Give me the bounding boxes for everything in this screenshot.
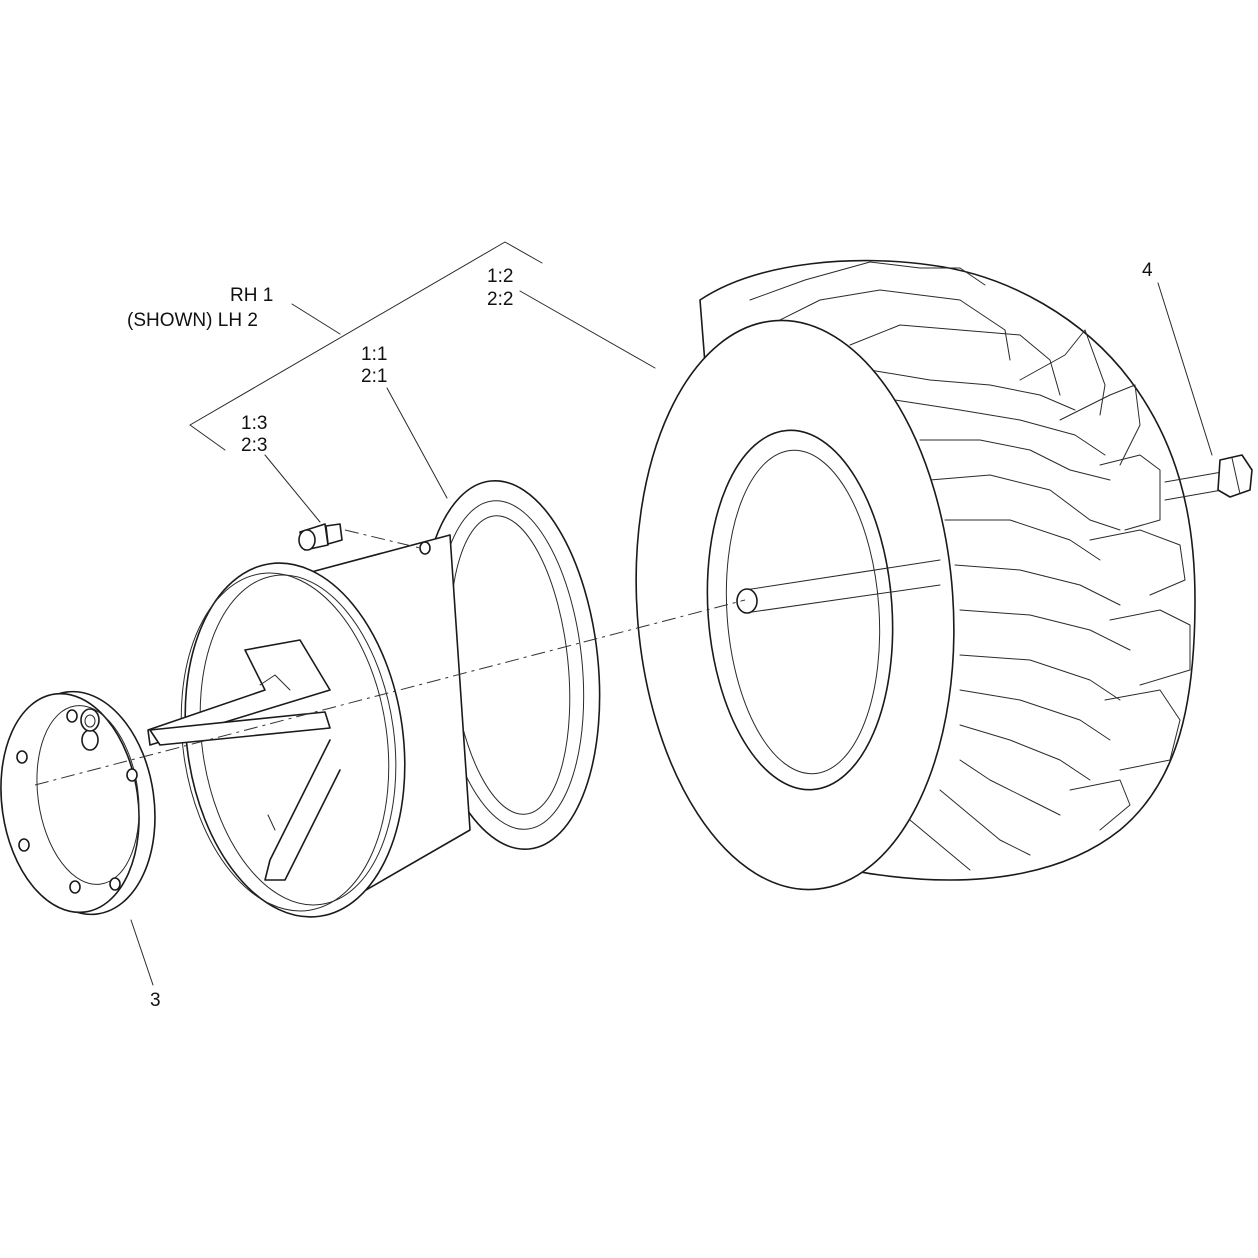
label-tire-a: 1:2	[487, 266, 513, 287]
label-rim-b: 2:1	[361, 366, 387, 387]
label-bolt: 4	[1142, 260, 1153, 281]
label-lh: (SHOWN) LH 2	[127, 310, 258, 331]
leader-lines	[130, 241, 1213, 986]
label-valve-a: 1:3	[241, 413, 267, 434]
label-hub: 3	[150, 990, 161, 1011]
label-valve-b: 2:3	[241, 435, 267, 456]
lug-bolt	[1164, 454, 1253, 501]
rim	[147, 479, 601, 918]
label-rim-a: 1:1	[361, 344, 387, 365]
tire	[635, 259, 1196, 891]
label-rh: RH 1	[230, 285, 273, 306]
hub-plate	[0, 690, 156, 916]
label-tire-b: 2:2	[487, 289, 513, 310]
valve-stem	[298, 523, 343, 551]
